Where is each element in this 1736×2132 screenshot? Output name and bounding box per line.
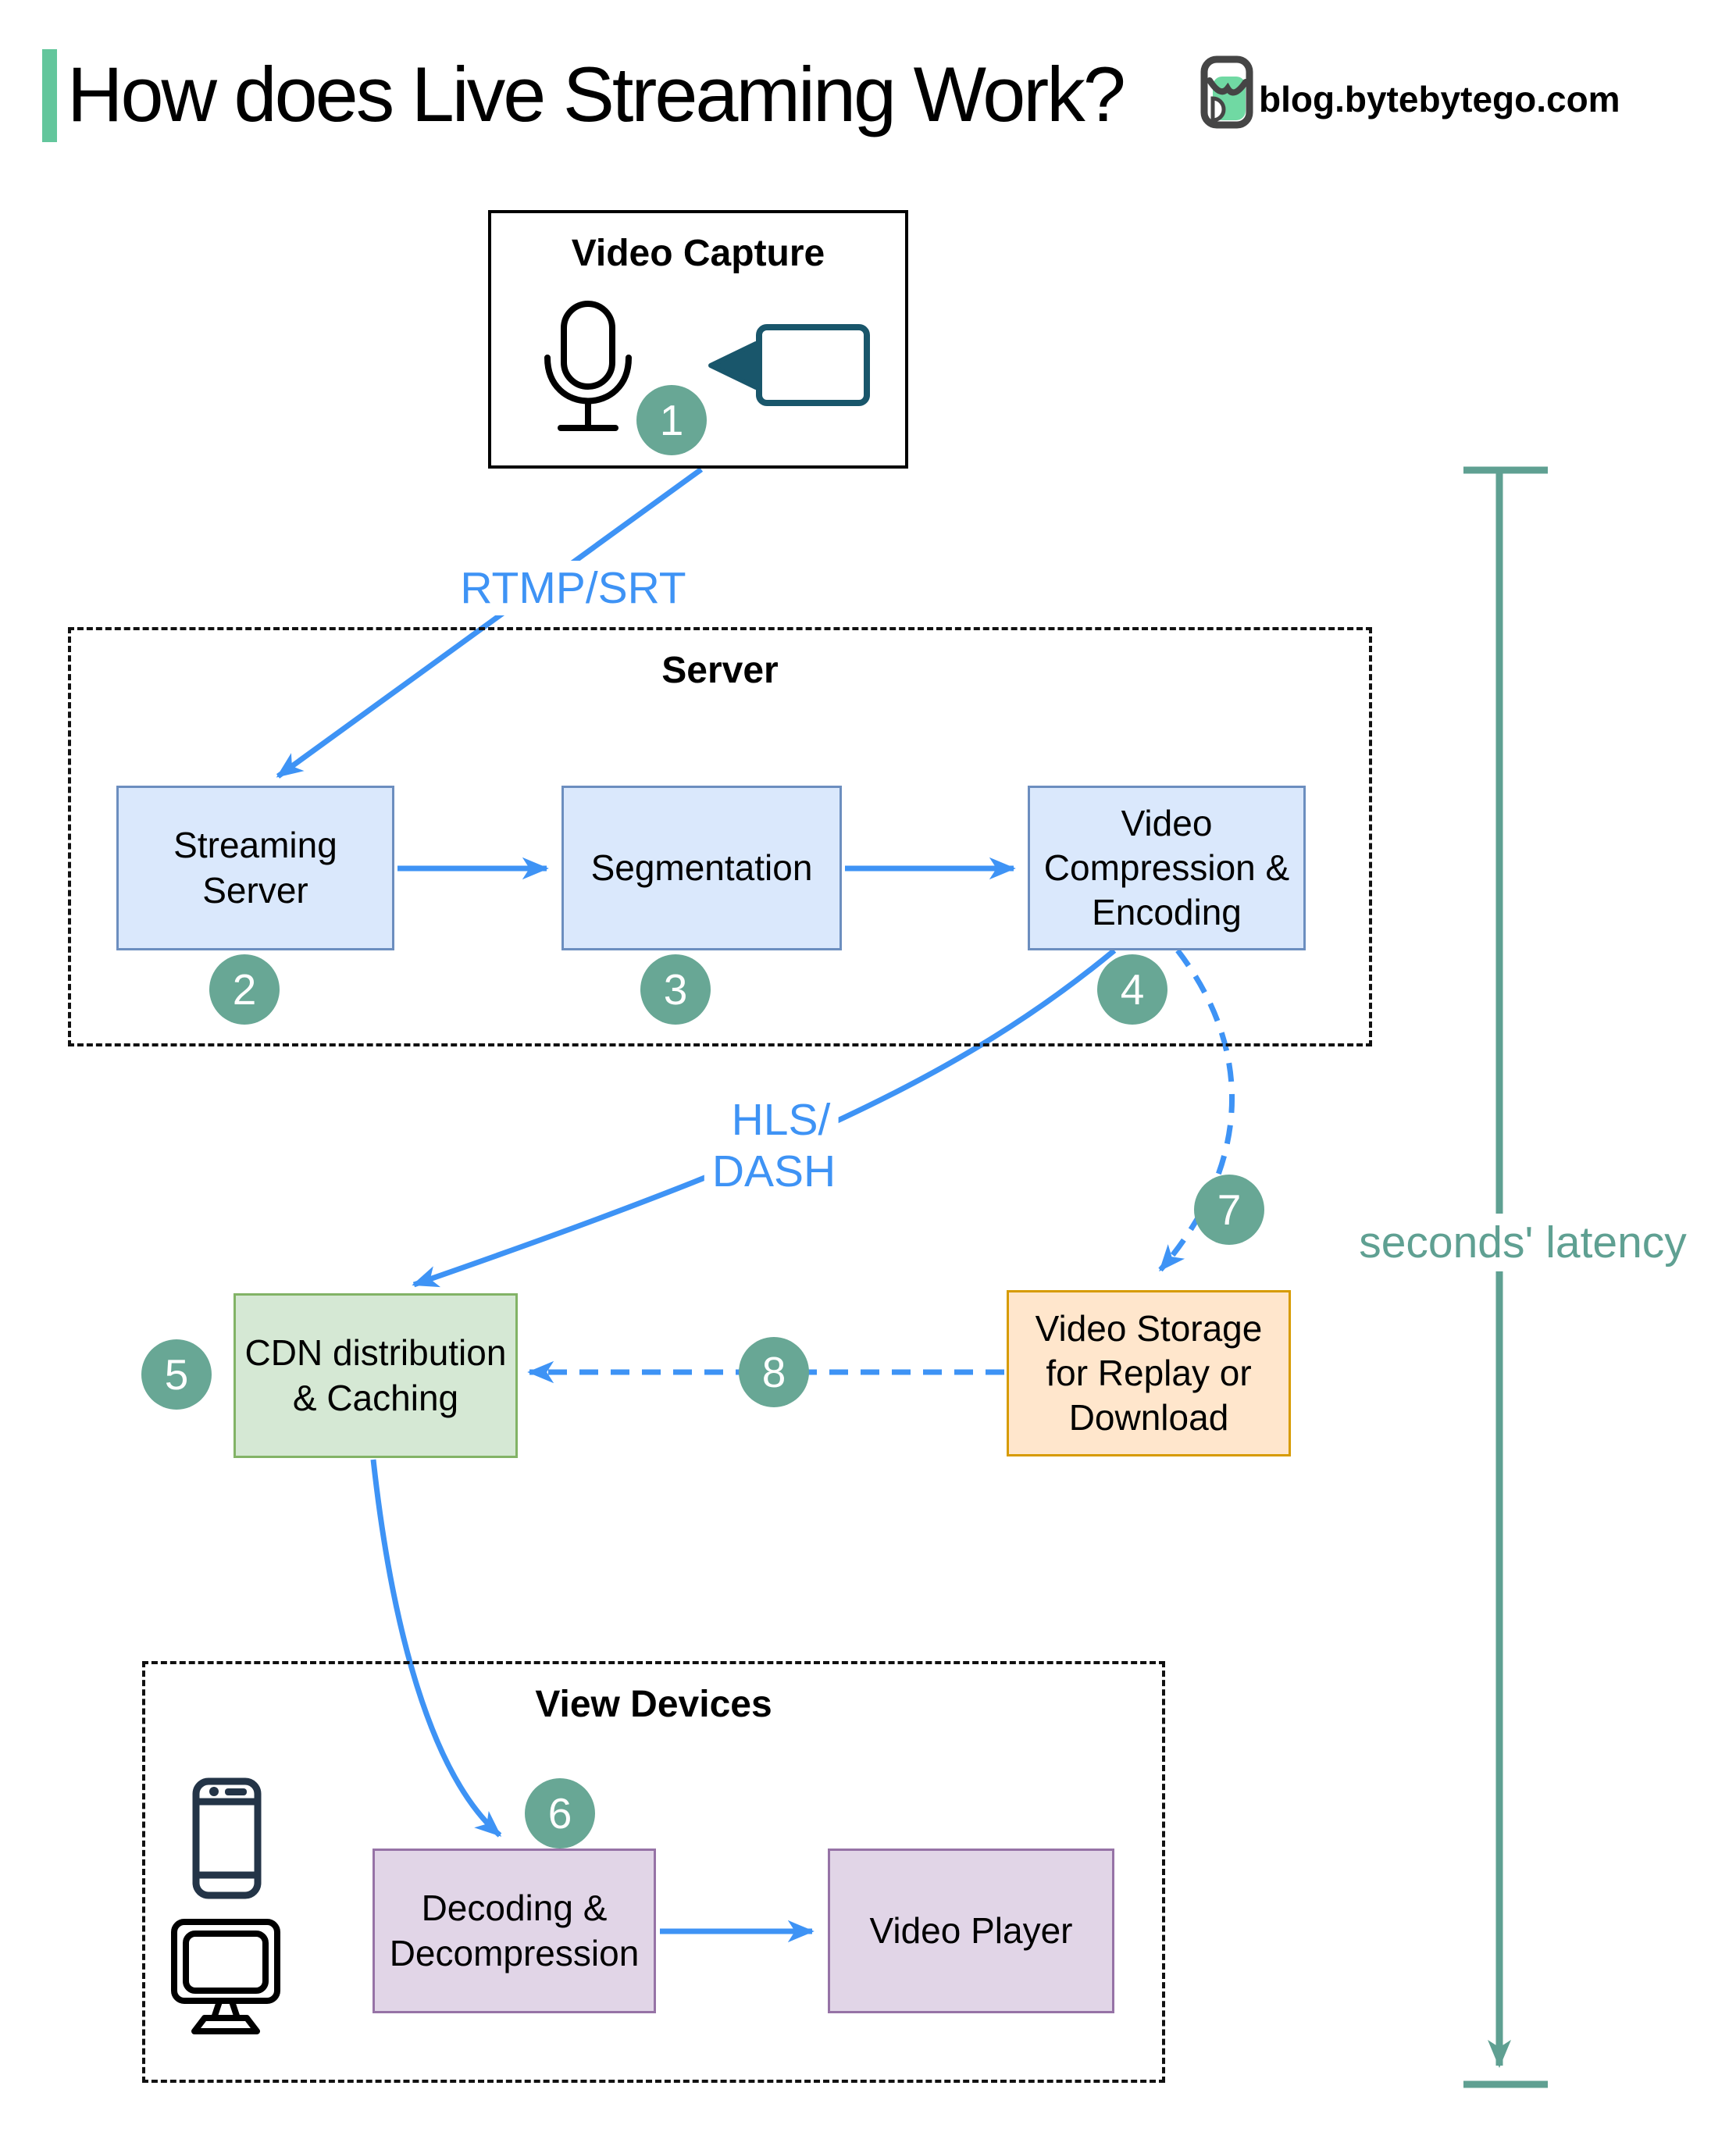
title-accent-bar: [42, 49, 57, 142]
latency-line: [1463, 466, 1548, 2088]
view-devices-group: View Devices: [142, 1661, 1165, 2083]
monitor-icon: [171, 1919, 280, 2034]
step-6: 6: [525, 1778, 595, 1849]
node-video-storage: Video Storage for Replay or Download: [1007, 1290, 1291, 1456]
arrow-compression-to-cdn: [412, 948, 1117, 1288]
rtmp-label: RTMP/SRT: [452, 561, 694, 615]
page-title: How does Live Streaming Work?: [67, 51, 1126, 137]
server-label: Server: [661, 650, 779, 691]
node-streaming-server: Streaming Server: [116, 786, 394, 950]
arrow-capture-to-streaming: [276, 467, 704, 779]
video-capture-group: Video Capture: [488, 210, 908, 469]
step-3: 3: [640, 954, 711, 1025]
microphone-icon: [544, 301, 632, 431]
latency-label: seconds' latency: [1348, 1214, 1698, 1271]
node-decoding-decompression: Decoding & Decompression: [373, 1849, 656, 2013]
node-cdn-distribution-caching: CDN distribution & Caching: [233, 1293, 518, 1458]
brand-logo-icon: [1200, 55, 1253, 129]
step-4: 4: [1097, 954, 1167, 1025]
node-segmentation: Segmentation: [561, 786, 842, 950]
server-group: Server: [68, 627, 1372, 1046]
node-video-player: Video Player: [828, 1849, 1114, 2013]
smartphone-icon: [192, 1777, 262, 1899]
step-5: 5: [141, 1339, 212, 1410]
video-camera-icon: [708, 324, 870, 406]
step-8: 8: [739, 1337, 809, 1407]
brand-site-url: blog.bytebytego.com: [1259, 79, 1620, 119]
step-2: 2: [209, 954, 280, 1025]
arrow-cdn-to-decoding: [370, 1459, 502, 1838]
arrow-compression-to-storage-dashed: [1158, 948, 1235, 1272]
view-devices-label: View Devices: [535, 1684, 772, 1725]
node-video-compression-encoding: Video Compression & Encoding: [1028, 786, 1306, 950]
video-capture-label: Video Capture: [571, 233, 825, 274]
step-1: 1: [636, 385, 707, 455]
step-7: 7: [1194, 1175, 1264, 1245]
hls-label-line2: DASH: [704, 1144, 844, 1199]
hls-label-line1: HLS/: [723, 1093, 839, 1147]
